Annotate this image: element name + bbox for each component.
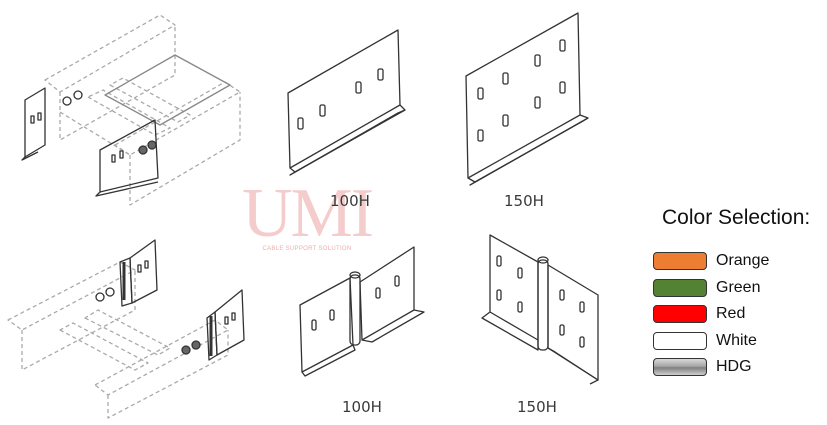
ladder-tray-connection-top-illustration	[21, 14, 241, 206]
label-top-150h: 150H	[504, 192, 544, 210]
legend-label: HDG	[716, 358, 752, 376]
swatch-hdg	[653, 358, 707, 377]
swatch-orange	[653, 252, 707, 271]
connector-plate-100h-illustration	[287, 29, 406, 176]
legend-item-white: White	[650, 328, 825, 355]
legend-title: Color Selection:	[662, 206, 811, 229]
legend-label: Red	[716, 305, 746, 323]
legend-item-green: Green	[650, 275, 825, 302]
hinged-connector-100h-illustration	[299, 246, 425, 377]
hinged-connector-150h-illustration	[481, 234, 599, 385]
legend-item-red: Red	[650, 301, 825, 328]
swatch-red	[653, 305, 707, 324]
legend-label: Orange	[716, 252, 770, 270]
legend-label: Green	[716, 278, 761, 296]
swatch-green	[653, 278, 707, 297]
connector-plate-150h-illustration	[465, 12, 589, 186]
legend-item-hdg: HDG	[650, 354, 825, 381]
color-selection-legend: Color Selection: Orange Green Red White …	[650, 206, 825, 381]
label-bottom-100h: 100H	[342, 398, 382, 416]
label-top-100h: 100H	[330, 192, 370, 210]
legend-item-orange: Orange	[650, 248, 825, 275]
swatch-white	[653, 331, 707, 350]
ladder-tray-hinge-connection-illustration	[7, 239, 245, 419]
legend-label: White	[716, 331, 757, 349]
label-bottom-150h: 150H	[517, 398, 557, 416]
